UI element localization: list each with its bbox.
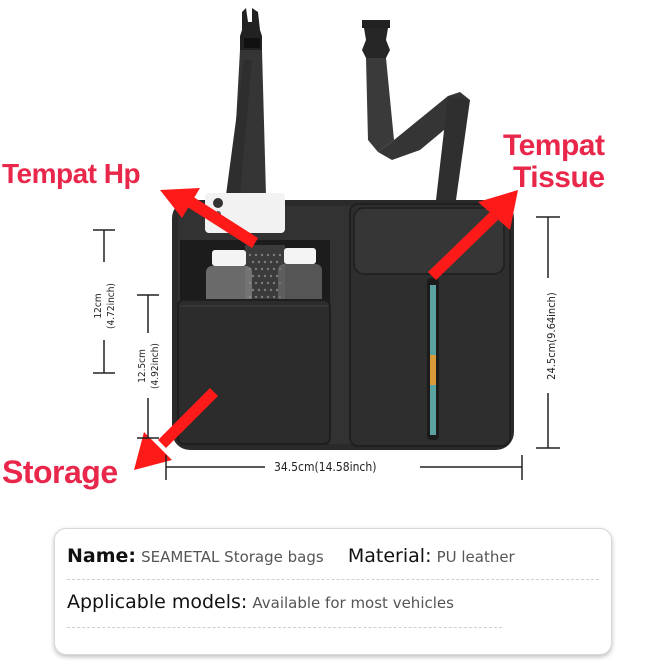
dim-total-height: 24.5cm(9.64inch): [540, 276, 558, 396]
divider: [67, 627, 502, 628]
water-bottles: [206, 248, 322, 308]
callout-tissue-line1: Tempat: [503, 129, 605, 162]
organizer-bag: [172, 193, 514, 450]
callout-tissue-line2: Tissue: [513, 161, 605, 194]
callout-storage: Storage: [2, 454, 118, 490]
dim-phone-pocket: 12cm (4.72inch): [92, 266, 120, 346]
right-strap: [362, 20, 470, 200]
models-value: Available for most vehicles: [252, 594, 454, 612]
models-label: Applicable models:: [67, 591, 248, 613]
callout-phone-holder: Tempat Hp: [2, 158, 141, 189]
dim-phone-pocket-in: (4.72inch): [106, 283, 117, 329]
dim-storage-in: (4.92inch): [150, 343, 161, 389]
spec-card: Name: SEAMETAL Storage bags Material: PU…: [54, 528, 612, 655]
left-strap: [226, 8, 266, 195]
divider: [67, 579, 599, 580]
name-label: Name:: [67, 545, 137, 567]
spec-row-models: Applicable models: Available for most ve…: [67, 591, 454, 613]
dim-storage-cm: 12.5cm: [137, 349, 148, 383]
spec-row-name-material: Name: SEAMETAL Storage bags Material: PU…: [67, 545, 515, 567]
material-value: PU leather: [436, 548, 515, 566]
dim-phone-pocket-cm: 12cm: [93, 293, 104, 319]
dimension-lines: [93, 216, 560, 480]
arrows: [134, 188, 518, 470]
dim-storage: 12.5cm (4.92inch): [136, 326, 164, 406]
dim-total-width: 34.5cm(14.58inch): [274, 460, 377, 474]
material-label: Material:: [347, 545, 432, 567]
dim-total-height-text: 24.5cm(9.64inch): [545, 292, 558, 380]
name-value: SEAMETAL Storage bags: [141, 548, 324, 566]
product-image: [93, 8, 560, 480]
